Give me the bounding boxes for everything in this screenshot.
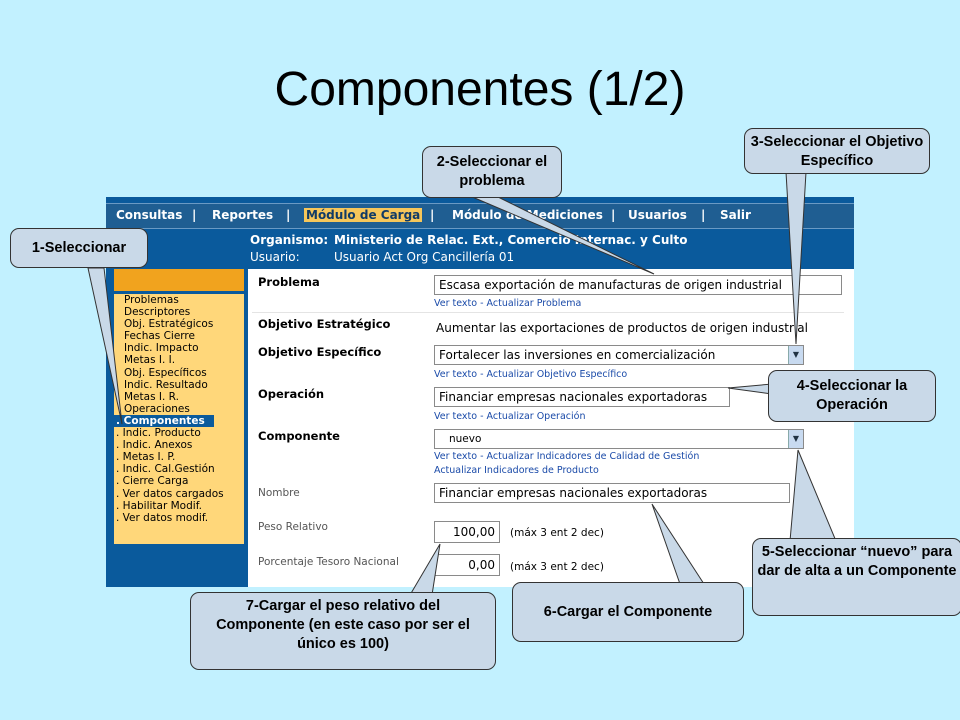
sidebar-item-habilitar-modif[interactable]: . Habilitar Modif.: [116, 499, 202, 512]
info-bar: Organismo: Ministerio de Relac. Ext., Co…: [106, 229, 854, 269]
sidebar: Problemas Descriptores Obj. Estratégicos…: [114, 269, 244, 547]
componente-select[interactable]: nuevo ▼: [434, 429, 804, 449]
menu-salir[interactable]: Salir: [720, 208, 751, 222]
problema-row: [252, 269, 844, 313]
operacion-links[interactable]: Ver texto - Actualizar Operación: [434, 411, 586, 422]
porcentaje-tesoro-note: (máx 3 ent 2 dec): [510, 561, 604, 573]
sidebar-item-metas-ir[interactable]: Metas I. R.: [124, 390, 179, 403]
menu-usuarios[interactable]: Usuarios: [628, 208, 687, 222]
usuario-value: Usuario Act Org Cancillería 01: [334, 250, 515, 264]
callout-5: 5-Seleccionar “nuevo” para dar de alta a…: [752, 538, 960, 616]
sidebar-item-indic-anexos[interactable]: . Indic. Anexos: [116, 439, 193, 452]
peso-relativo-input[interactable]: 100,00: [434, 521, 500, 543]
sidebar-menu: Problemas Descriptores Obj. Estratégicos…: [114, 294, 244, 544]
sidebar-item-problemas[interactable]: Problemas: [124, 294, 179, 306]
menu-modulo-mediciones[interactable]: Módulo de Mediciones: [452, 208, 603, 222]
componente-link-calidad[interactable]: Ver texto - Actualizar Indicadores de Ca…: [434, 451, 700, 462]
problema-label: Problema: [258, 275, 320, 289]
sidebar-item-operaciones[interactable]: Operaciones: [124, 402, 190, 415]
porcentaje-tesoro-input[interactable]: 0,00: [434, 554, 500, 576]
sidebar-item-descriptores[interactable]: Descriptores: [124, 306, 191, 319]
operacion-select[interactable]: Financiar empresas nacionales exportador…: [434, 387, 730, 407]
sidebar-item-componentes[interactable]: . Componentes: [114, 414, 214, 428]
sidebar-item-obj-estrategicos[interactable]: Obj. Estratégicos: [124, 318, 214, 331]
sidebar-item-cierre-carga[interactable]: . Cierre Carga: [116, 475, 189, 488]
objetivo-especifico-value: Fortalecer las inversiones en comerciali…: [439, 348, 716, 362]
organismo-label: Organismo:: [250, 233, 329, 247]
menu-separator: |: [192, 208, 197, 222]
menu-separator: |: [286, 208, 291, 222]
objetivo-especifico-links[interactable]: Ver texto - Actualizar Objetivo Específi…: [434, 369, 628, 380]
sidebar-item-metas-ip[interactable]: . Metas I. P.: [116, 451, 176, 464]
objetivo-estrategico-value: Aumentar las exportaciones de productos …: [436, 321, 808, 335]
sidebar-header: [114, 269, 244, 291]
componente-label: Componente: [258, 429, 340, 443]
chevron-down-icon[interactable]: ▼: [788, 430, 803, 448]
component-form: Problema Escasa exportación de manufactu…: [248, 269, 854, 587]
operacion-label: Operación: [258, 387, 325, 401]
callout-4: 4-Seleccionar la Operación: [768, 370, 936, 422]
sidebar-item-obj-especificos[interactable]: Obj. Específicos: [124, 366, 207, 379]
problema-select[interactable]: Escasa exportación de manufacturas de or…: [434, 275, 842, 295]
componente-value: nuevo: [449, 433, 482, 445]
menu-consultas[interactable]: Consultas: [116, 208, 183, 222]
top-menu: Consultas | Reportes | Módulo de Carga |…: [106, 203, 854, 229]
menu-separator: |: [701, 208, 706, 222]
menu-separator: |: [611, 208, 616, 222]
sidebar-item-indic-producto[interactable]: . Indic. Producto: [116, 427, 201, 440]
menu-reportes[interactable]: Reportes: [212, 208, 274, 222]
callout-2: 2-Seleccionar el problema: [422, 146, 562, 198]
nombre-label: Nombre: [258, 487, 300, 499]
nombre-input[interactable]: Financiar empresas nacionales exportador…: [434, 483, 790, 503]
menu-modulo-carga[interactable]: Módulo de Carga: [304, 208, 423, 222]
callout-1: 1-Seleccionar: [10, 228, 148, 268]
sidebar-item-indic-cal-gestion[interactable]: . Indic. Cal.Gestión: [116, 463, 215, 476]
callout-6: 6-Cargar el Componente: [512, 582, 744, 642]
callout-3: 3-Seleccionar el Objetivo Específico: [744, 128, 930, 174]
porcentaje-tesoro-label: Porcentaje Tesoro Nacional: [258, 556, 399, 568]
chevron-down-icon[interactable]: ▼: [788, 346, 803, 364]
componente-link-producto[interactable]: Actualizar Indicadores de Producto: [434, 465, 599, 476]
sidebar-item-metas-ii[interactable]: Metas I. I.: [124, 354, 176, 367]
objetivo-especifico-label: Objetivo Específico: [258, 345, 382, 359]
usuario-label: Usuario:: [250, 250, 300, 264]
sidebar-item-fechas-cierre[interactable]: Fechas Cierre: [124, 330, 195, 343]
objetivo-estrategico-label: Objetivo Estratégico: [258, 317, 391, 331]
organismo-value: Ministerio de Relac. Ext., Comercio Inte…: [334, 233, 688, 247]
objetivo-especifico-select[interactable]: Fortalecer las inversiones en comerciali…: [434, 345, 804, 365]
sidebar-item-ver-datos-modif[interactable]: . Ver datos modif.: [116, 511, 209, 524]
peso-relativo-note: (máx 3 ent 2 dec): [510, 527, 604, 539]
problema-links[interactable]: Ver texto - Actualizar Problema: [434, 298, 582, 309]
slide-title: Componentes (1/2): [274, 63, 686, 116]
peso-relativo-label: Peso Relativo: [258, 521, 328, 533]
sidebar-item-ver-datos-cargados[interactable]: . Ver datos cargados: [116, 487, 224, 500]
callout-7: 7-Cargar el peso relativo del Componente…: [190, 592, 496, 670]
app-window: Consultas | Reportes | Módulo de Carga |…: [106, 197, 854, 587]
sidebar-item-indic-impacto[interactable]: Indic. Impacto: [124, 342, 199, 355]
menu-separator: |: [430, 208, 435, 222]
sidebar-item-indic-resultado[interactable]: Indic. Resultado: [124, 378, 208, 391]
